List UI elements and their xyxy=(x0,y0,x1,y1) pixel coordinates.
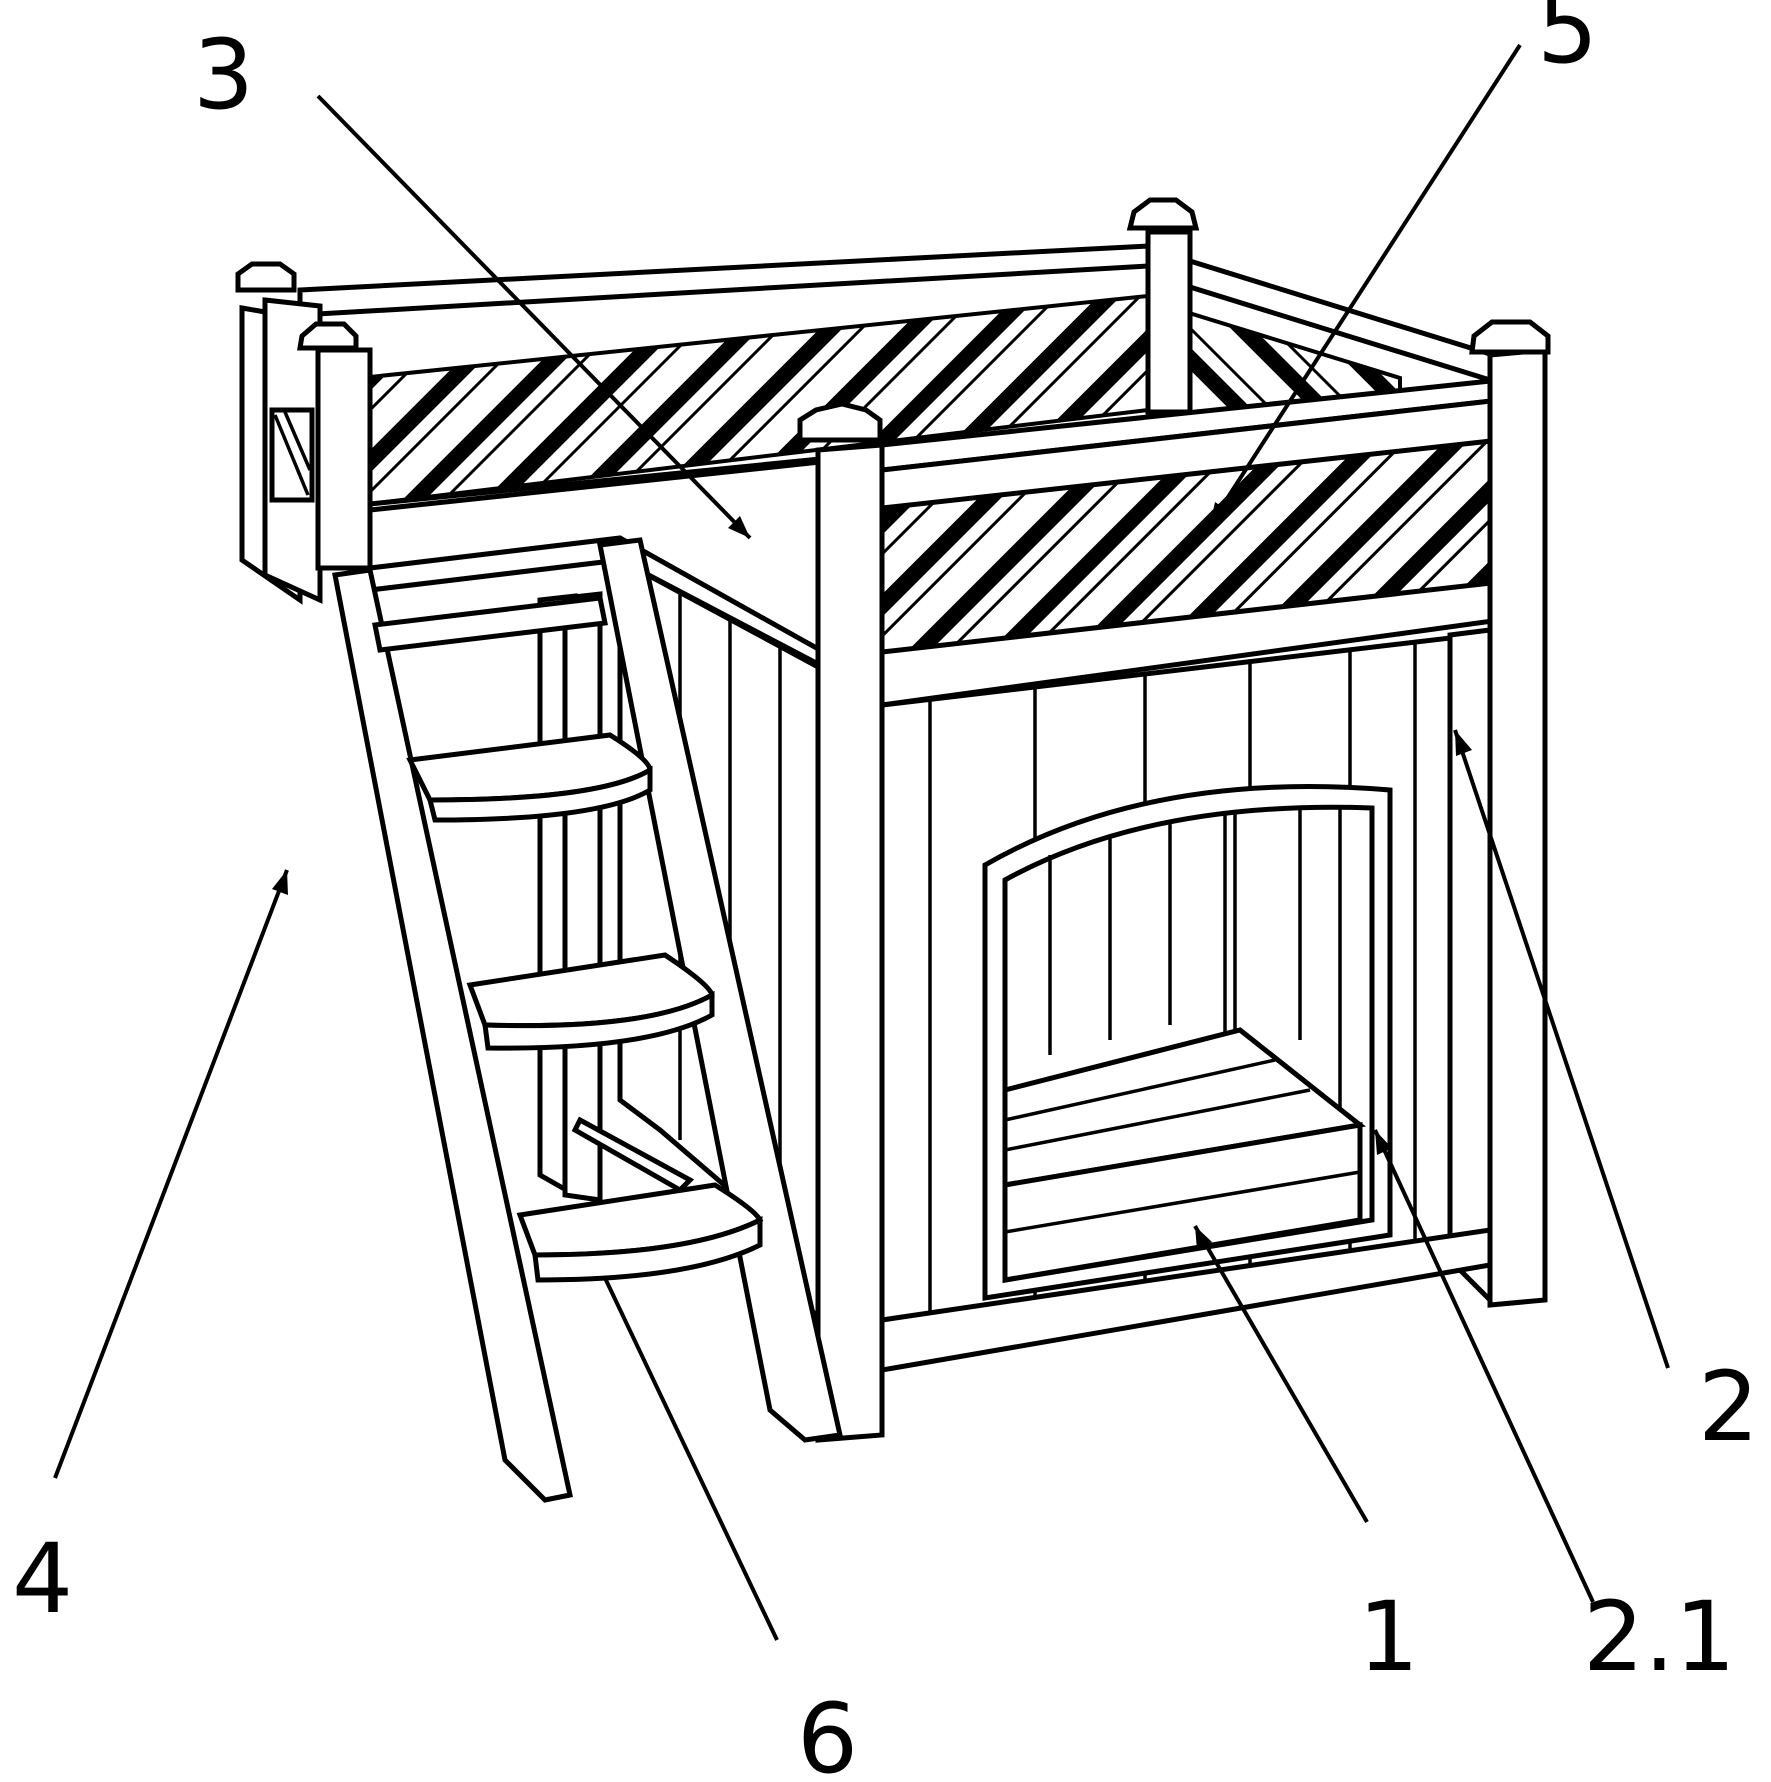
label-3: 3 xyxy=(193,19,254,131)
left-side-panel xyxy=(238,264,320,600)
label-4: 4 xyxy=(12,1523,73,1635)
label-1: 1 xyxy=(1358,1581,1419,1693)
door-opening xyxy=(985,787,1390,1298)
leader-4 xyxy=(55,870,287,1478)
label-6: 6 xyxy=(797,1683,858,1782)
arrow-4 xyxy=(272,870,288,895)
label-2: 2 xyxy=(1698,1351,1759,1463)
label-2-1: 2.1 xyxy=(1583,1581,1736,1693)
label-5: 5 xyxy=(1537,0,1598,85)
leader-6 xyxy=(605,1278,777,1640)
